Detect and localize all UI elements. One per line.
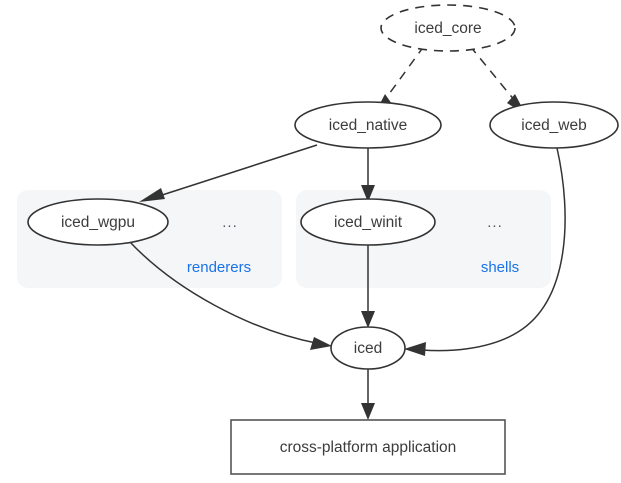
node-iced-winit-shape[interactable] bbox=[300, 198, 436, 246]
node-cross-platform-application[interactable]: cross-platform application bbox=[230, 419, 506, 475]
cluster-renderers-label: renderers bbox=[187, 259, 251, 276]
edge-iced-native-to-iced-wgpu bbox=[139, 144, 318, 202]
edge-iced-core-to-iced-native-line bbox=[383, 45, 425, 102]
edge-iced-web-to-iced bbox=[404, 147, 566, 356]
edge-iced-winit-to-iced-arrowhead bbox=[361, 311, 375, 328]
edge-iced-to-app bbox=[361, 369, 375, 420]
node-iced-native-label: iced_native bbox=[329, 117, 407, 134]
node-iced-native[interactable]: iced_native bbox=[294, 101, 442, 149]
cluster-renderers-ellipsis: ... bbox=[222, 214, 238, 231]
edge-iced-native-to-iced-wgpu-arrowhead bbox=[139, 188, 165, 202]
node-iced-core[interactable]: iced_core bbox=[380, 4, 516, 52]
edge-iced-native-to-iced-winit bbox=[361, 148, 375, 202]
node-iced-wgpu-shape[interactable] bbox=[27, 198, 169, 246]
edge-iced-web-to-iced-arrowhead bbox=[404, 342, 426, 356]
node-iced-web-label: iced_web bbox=[521, 117, 587, 134]
node-cross-platform-application-shape[interactable] bbox=[230, 419, 506, 475]
node-iced-winit-label: iced_winit bbox=[334, 214, 403, 231]
edge-iced-wgpu-to-iced-line bbox=[128, 240, 317, 344]
node-iced-core-label: iced_core bbox=[414, 20, 481, 37]
edge-iced-native-to-iced-wgpu-line bbox=[155, 144, 318, 198]
node-iced-wgpu[interactable]: iced_wgpu bbox=[27, 198, 169, 246]
node-iced-native-shape[interactable] bbox=[294, 101, 442, 149]
edge-iced-to-app-arrowhead bbox=[361, 403, 375, 420]
node-iced-core-shape[interactable] bbox=[380, 4, 516, 52]
edge-iced-wgpu-to-iced-arrowhead bbox=[310, 337, 332, 350]
node-iced-web[interactable]: iced_web bbox=[489, 101, 619, 149]
cluster-shells-label: shells bbox=[481, 259, 519, 276]
edge-iced-wgpu-to-iced bbox=[128, 240, 332, 350]
edge-iced-core-to-iced-web bbox=[469, 45, 526, 115]
edge-iced-web-to-iced-line bbox=[421, 147, 566, 352]
node-iced-shape[interactable] bbox=[330, 326, 406, 370]
edge-iced-core-to-iced-web-line bbox=[469, 45, 516, 102]
edge-iced-native-to-iced-winit-arrowhead bbox=[361, 185, 375, 202]
edge-iced-winit-to-iced bbox=[361, 245, 375, 328]
node-cross-platform-application-label: cross-platform application bbox=[280, 439, 457, 456]
node-iced-winit[interactable]: iced_winit bbox=[300, 198, 436, 246]
node-iced-label: iced bbox=[354, 340, 382, 357]
cluster-shells-ellipsis: ... bbox=[487, 214, 503, 231]
node-iced-wgpu-label: iced_wgpu bbox=[61, 214, 135, 231]
node-iced[interactable]: iced bbox=[330, 326, 406, 370]
node-iced-web-shape[interactable] bbox=[489, 101, 619, 149]
